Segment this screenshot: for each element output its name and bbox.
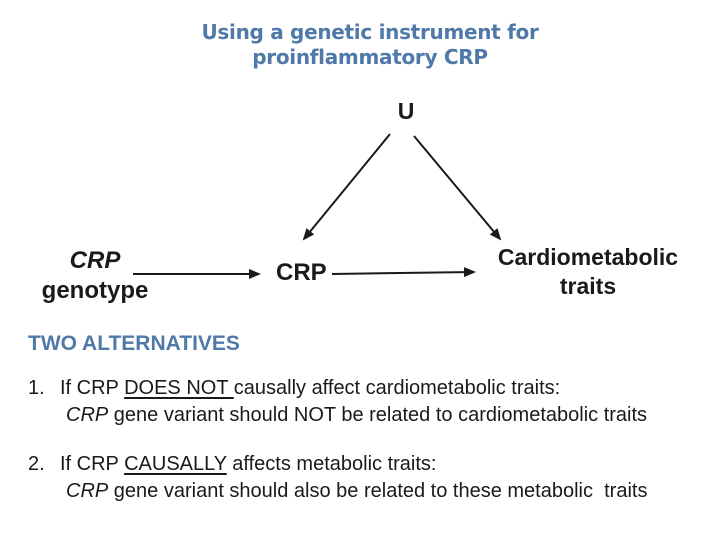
- alternative-2-text: If CRP CAUSALLY affects metabolic traits…: [60, 451, 436, 478]
- alternative-2-line2: CRP gene variant should also be related …: [28, 478, 718, 505]
- genotype-node: CRP genotype: [15, 246, 175, 306]
- alternative-1-text: If CRP DOES NOT causally affect cardiome…: [60, 375, 560, 402]
- outcome-node-line2: traits: [559, 273, 617, 299]
- genotype-node-line2: genotype: [41, 277, 149, 304]
- alternative-1-pre: If CRP: [60, 377, 125, 399]
- alternative-2-line1: 2. If CRP CAUSALLY affects metabolic tra…: [28, 451, 718, 478]
- alternative-1-line2-rest: gene variant should NOT be related to ca…: [108, 404, 648, 426]
- alternative-1-underlined: DOES NOT: [124, 377, 234, 399]
- alternative-2-underlined: CAUSALLY: [124, 453, 227, 475]
- slide-title-line1: Using a genetic instrument for: [201, 20, 539, 44]
- outcome-node-line1: Cardiometabolic: [497, 244, 679, 270]
- slide-title: Using a genetic instrument for proinflam…: [20, 20, 720, 70]
- alternative-1-number: 1.: [28, 377, 45, 399]
- alternative-1-line1: 1. If CRP DOES NOT causally affect cardi…: [28, 375, 718, 402]
- alternative-item-2: 2. If CRP CAUSALLY affects metabolic tra…: [28, 451, 718, 505]
- alternative-2-number: 2.: [28, 453, 45, 475]
- alternative-1-line2: CRP gene variant should NOT be related t…: [28, 402, 718, 429]
- alternative-2-line2-rest: gene variant should also be related to t…: [108, 480, 648, 502]
- alternative-2-post: affects metabolic traits:: [226, 453, 437, 475]
- confounder-node: U: [397, 98, 415, 124]
- alternative-2-pre: If CRP: [60, 453, 125, 475]
- outcome-node: Cardiometabolic traits: [483, 243, 693, 301]
- alternative-item-1: 1. If CRP DOES NOT causally affect cardi…: [28, 375, 718, 429]
- alternative-1-post: causally affect cardiometabolic traits:: [233, 377, 561, 399]
- alternative-2-gene-italic: CRP: [66, 480, 109, 502]
- arrow-u-to-outcome-icon: [413, 135, 502, 241]
- alternatives-heading: TWO ALTERNATIVES: [28, 332, 240, 355]
- slide-title-line2: proinflammatory CRP: [252, 45, 488, 69]
- alternative-1-gene-italic: CRP: [66, 404, 109, 426]
- arrow-u-to-crp-icon: [302, 133, 391, 241]
- arrow-crp-to-outcome-icon: [331, 267, 476, 278]
- genotype-node-line1: CRP: [69, 247, 121, 274]
- crp-node: CRP: [276, 259, 327, 286]
